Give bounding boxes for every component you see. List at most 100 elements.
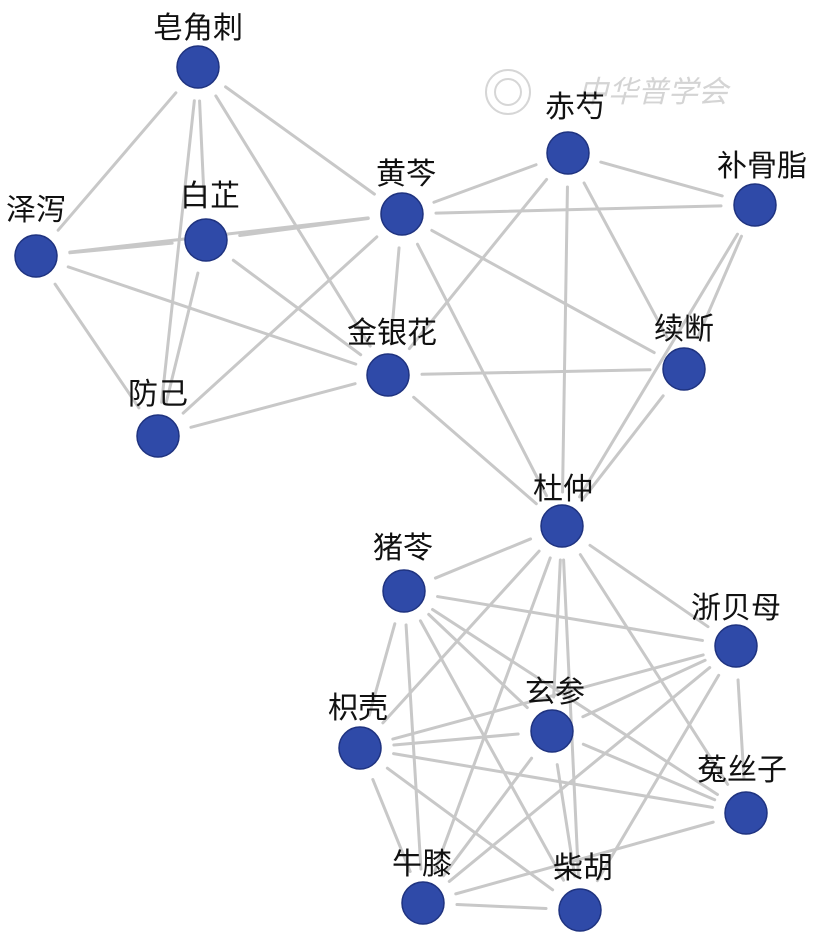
node-label-xuduan: 续断 [654, 312, 714, 347]
node-circle-zexie [14, 234, 58, 278]
edge-zexie-jinyinhua [66, 265, 358, 366]
watermark: 中华普学会 [485, 69, 731, 115]
node-label-xuanshen: 玄参 [525, 675, 585, 710]
edge-chishao-xuduan [582, 181, 670, 341]
edge-huangqin-buguzhi [434, 204, 723, 215]
edge-zhebeimu-xuanshen [581, 658, 707, 719]
node-circle-chishao [546, 131, 590, 175]
node-chaihu: 柴胡 [553, 851, 613, 932]
node-label-jinyinhua: 金银花 [347, 316, 437, 351]
edge-zhiqiao-chaihu [385, 766, 555, 892]
node-fangji: 防己 [128, 377, 188, 458]
node-label-zhuling: 猪苓 [373, 531, 433, 566]
node-circle-xuduan [662, 347, 706, 391]
edge-jinyinhua-duzhong [412, 395, 538, 506]
edge-zhuling-chaihu [418, 619, 566, 882]
node-label-zhebeimu: 浙贝母 [691, 591, 781, 626]
edge-buguzhi-xuduan [696, 234, 743, 340]
edge-niuxi-tusizi [454, 820, 715, 896]
node-chishao: 赤芍 [545, 90, 605, 175]
node-circle-zaojiaoci [176, 45, 220, 89]
node-label-zaojiaoci: 皂角刺 [153, 11, 243, 46]
edge-jinyinhua-xuduan [420, 368, 652, 376]
edge-chishao-jinyinhua [407, 177, 549, 351]
node-circle-baizhi [184, 218, 228, 262]
edge-zhiqiao-xuanshen [392, 732, 520, 747]
edge-baizhi-fangji [164, 271, 200, 405]
edge-fangji-huangqin [181, 235, 379, 415]
node-circle-huangqin [380, 192, 424, 236]
node-label-buguzhi: 补骨脂 [717, 149, 807, 184]
node-zhiqiao: 枳壳 [328, 691, 388, 770]
node-baizhi: 白芷 [180, 179, 240, 262]
edge-duzhong-chaihu [562, 558, 580, 878]
node-circle-niuxi [401, 881, 445, 925]
edge-baizhi-huangqin [238, 216, 370, 238]
node-zhebeimu: 浙贝母 [691, 591, 781, 668]
node-circle-buguzhi [733, 183, 777, 227]
edge-chishao-buguzhi [599, 160, 724, 198]
node-label-zhiqiao: 枳壳 [328, 691, 388, 726]
node-label-fangji: 防己 [128, 377, 188, 412]
node-xuduan: 续断 [654, 312, 714, 391]
edge-xuanshen-niuxi [441, 756, 534, 878]
edge-zaojiaoci-huangqin [224, 85, 376, 196]
node-huangqin: 黄芩 [376, 157, 436, 236]
edge-zaojiaoci-jinyinhua [214, 94, 372, 348]
node-label-chishao: 赤芍 [545, 90, 605, 125]
node-circle-chaihu [558, 888, 602, 932]
node-circle-tusizi [724, 791, 768, 835]
node-tusizi: 菟丝子 [697, 753, 787, 835]
node-niuxi: 牛膝 [392, 847, 452, 925]
node-xuanshen: 玄参 [525, 675, 585, 753]
edge-duzhong-zhuling [433, 537, 533, 580]
node-circle-fangji [136, 414, 180, 458]
node-circle-duzhong [540, 504, 584, 548]
edge-zhiqiao-tusizi [392, 752, 714, 809]
node-label-chaihu: 柴胡 [553, 851, 613, 886]
node-circle-zhiqiao [338, 726, 382, 770]
edge-duzhong-zhebeimu [588, 543, 710, 629]
watermark-seal-icon [485, 69, 531, 115]
node-duzhong: 杜仲 [533, 472, 593, 548]
edge-duzhong-xuanshen [552, 558, 562, 699]
node-circle-xuanshen [530, 709, 574, 753]
node-label-zexie: 泽泻 [6, 193, 66, 228]
edge-zhebeimu-zhiqiao [391, 653, 705, 741]
edge-zhuling-zhiqiao [367, 622, 397, 717]
edge-zexie-fangji [53, 282, 141, 410]
edge-layer [53, 85, 746, 910]
edge-niuxi-chaihu [455, 903, 548, 910]
edge-zaojiaoci-zexie [56, 91, 178, 232]
edge-chishao-duzhong [561, 185, 569, 494]
edge-huangqin-jinyinhua [389, 246, 401, 343]
edge-zaojiaoci-fangji [160, 99, 196, 404]
edge-zhiqiao-niuxi [371, 777, 412, 874]
node-label-tusizi: 菟丝子 [697, 753, 787, 788]
edge-huangqin-chishao [432, 163, 538, 204]
node-zaojiaoci: 皂角刺 [153, 11, 243, 89]
node-label-niuxi: 牛膝 [392, 847, 452, 882]
edge-zhebeimu-chaihu [595, 673, 721, 883]
edge-zhuling-niuxi [404, 623, 423, 871]
node-zhuling: 猪苓 [373, 531, 433, 613]
node-label-duzhong: 杜仲 [533, 472, 593, 507]
edge-buguzhi-duzhong [578, 232, 739, 499]
node-label-huangqin: 黄芩 [376, 157, 436, 192]
node-buguzhi: 补骨脂 [717, 149, 807, 227]
node-circle-zhuling [382, 569, 426, 613]
edge-zhuling-zhebeimu [436, 595, 704, 642]
edge-zhebeimu-tusizi [736, 678, 746, 781]
watermark-seal-inner-icon [494, 78, 522, 106]
edge-xuanshen-chaihu [555, 763, 577, 878]
edge-zhuling-tusizi [431, 608, 719, 796]
edge-fangji-jinyinhua [189, 382, 357, 429]
edge-baizhi-jinyinhua [231, 258, 363, 357]
node-circle-jinyinhua [366, 353, 410, 397]
node-zexie: 泽泻 [6, 193, 66, 278]
edge-huangqin-duzhong [416, 242, 548, 498]
edge-huangqin-xuduan [430, 228, 656, 355]
node-circle-zhebeimu [714, 624, 758, 668]
